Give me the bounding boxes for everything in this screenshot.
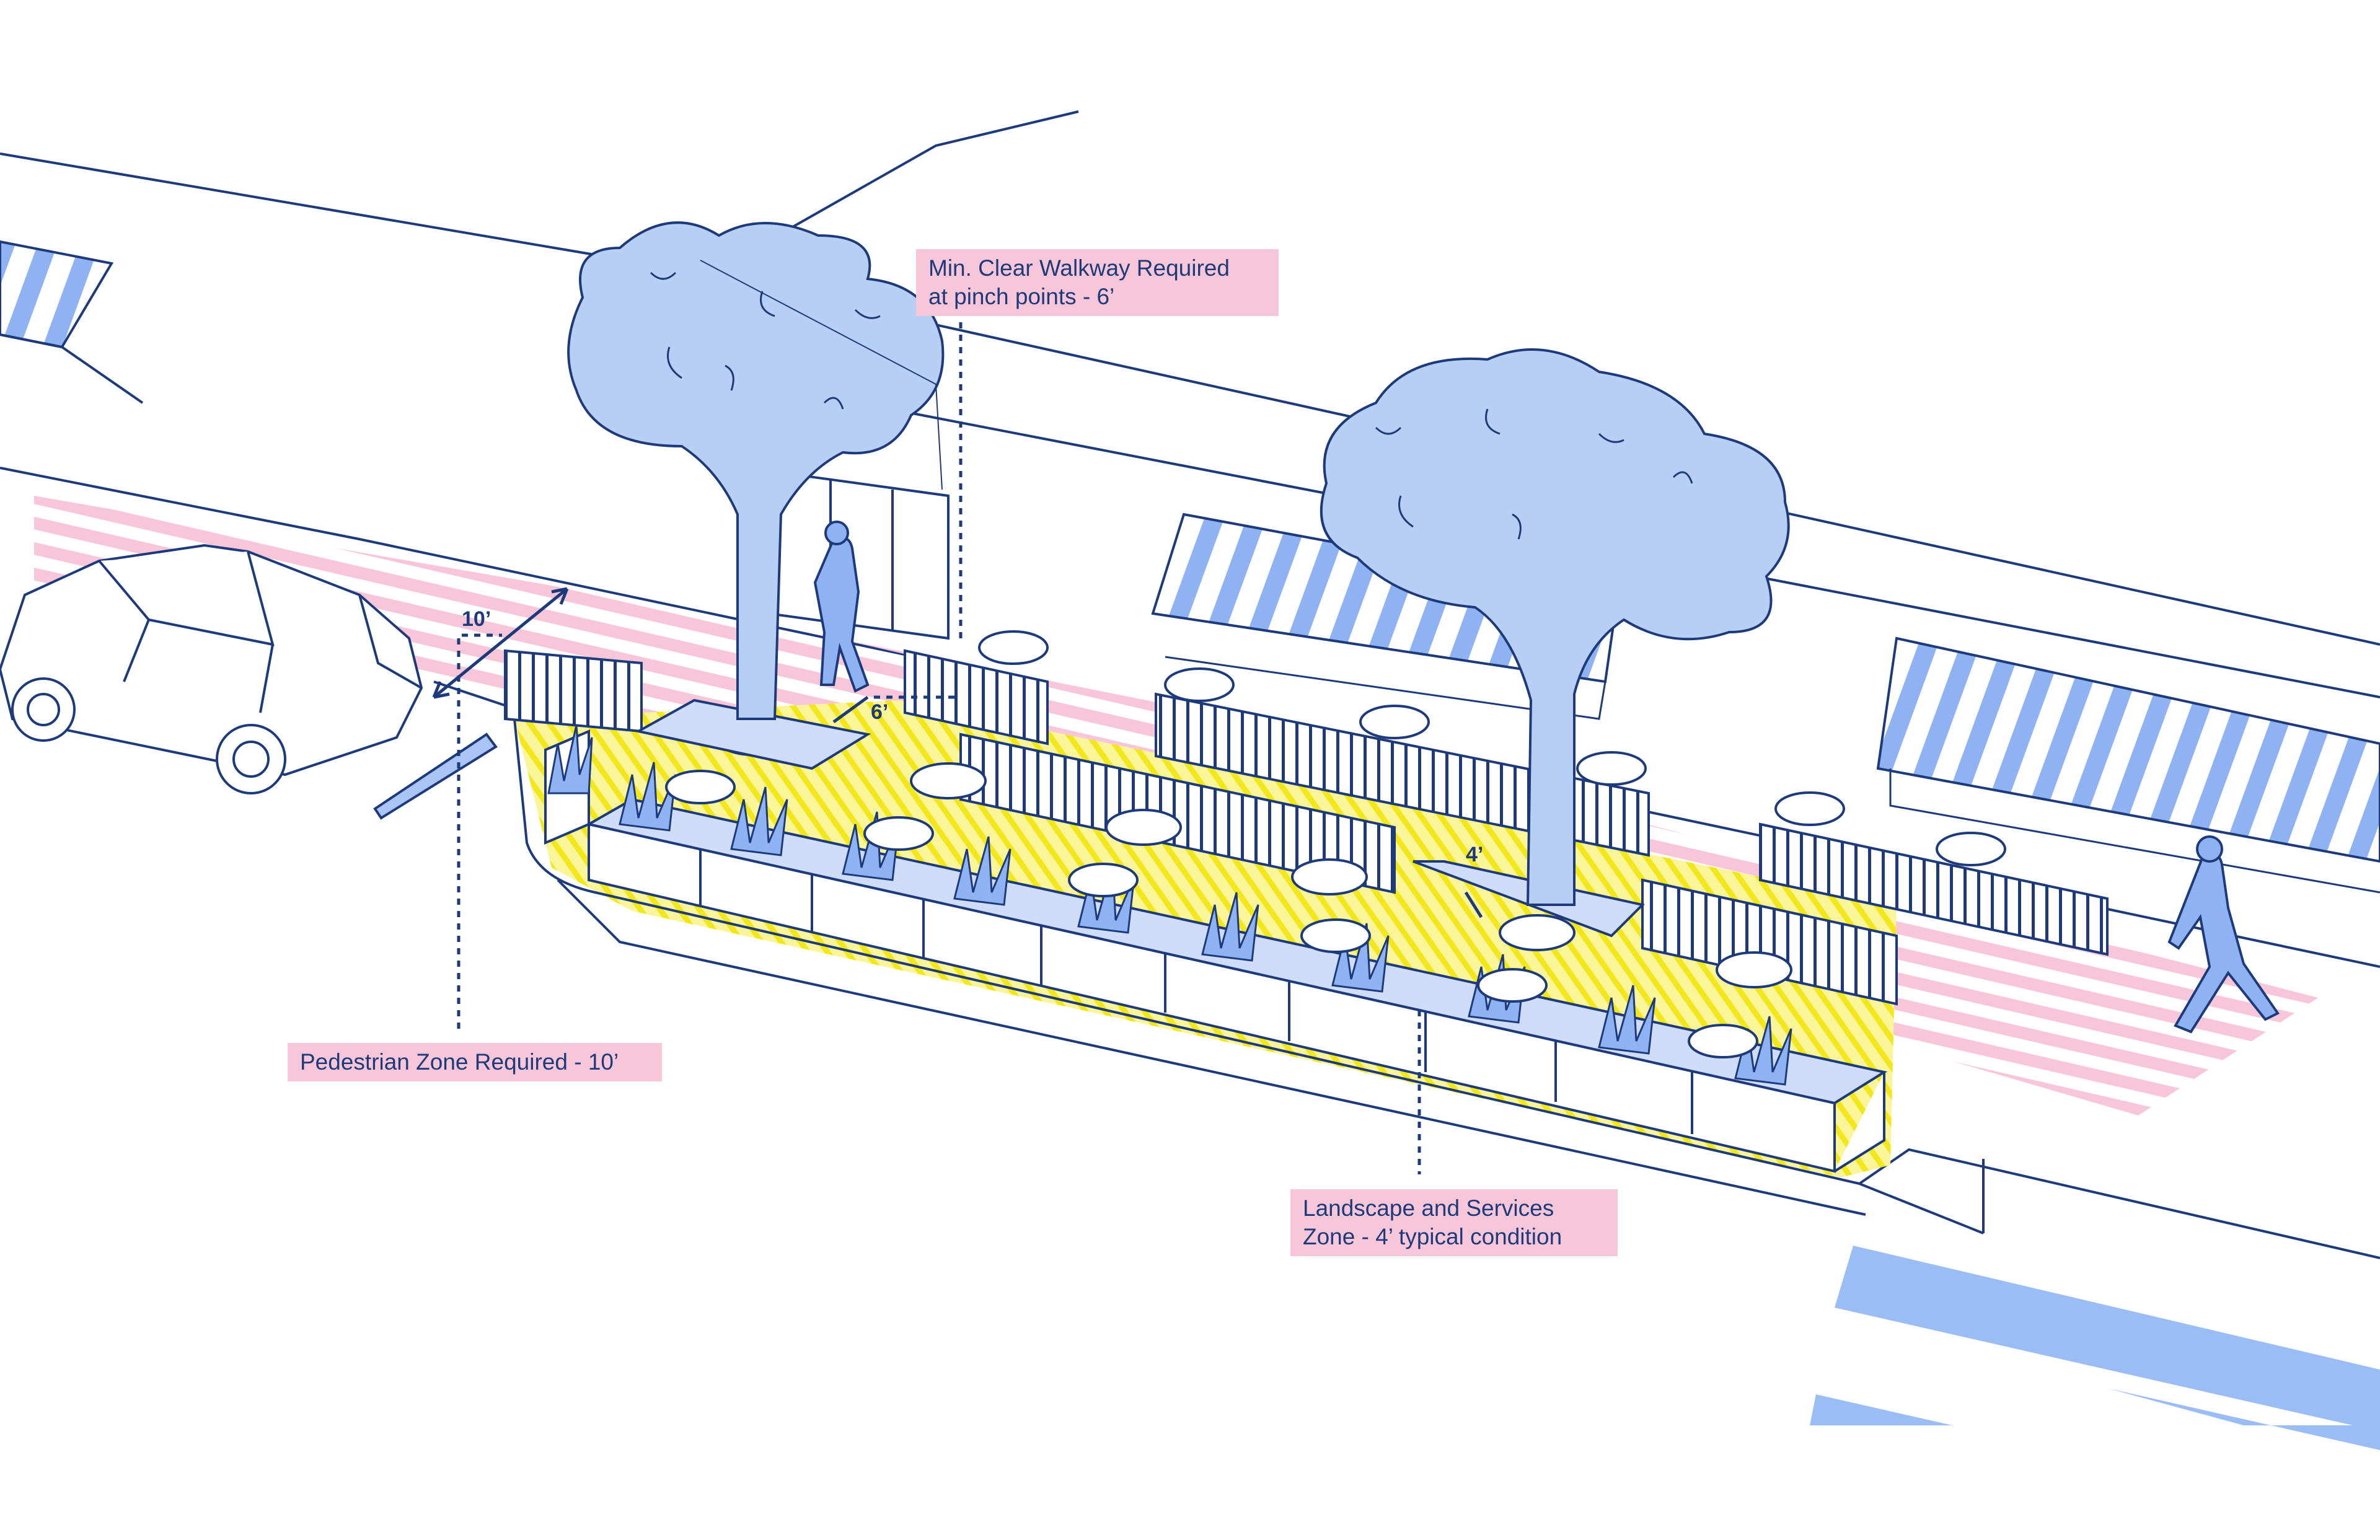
walkway-callout: Min. Clear Walkway Required at pinch poi… [916,249,1279,316]
landscape-callout-line1: Landscape and Services [1303,1195,1554,1221]
pedestrian-callout-text: Pedestrian Zone Required - 10’ [300,1049,619,1075]
leader-lines [457,310,1421,1174]
dimension-lines [432,587,1483,918]
pedestrian-callout: Pedestrian Zone Required - 10’ [288,1043,662,1081]
walkway-callout-line2: at pinch points - 6’ [928,284,1115,309]
left-tree [567,221,945,720]
landscape-callout-line2: Zone - 4’ typical condition [1303,1224,1562,1249]
railings [504,649,2109,1006]
walkway-dimension-line [832,695,869,724]
storefront-windows [767,469,950,640]
wheel-stop [373,733,498,820]
pedestrian-dimension-label: 10’ [462,607,491,631]
pedestrian-figures [813,521,2280,1034]
pedestrian-dimension-line [433,587,568,698]
walkway-callout-line1: Min. Clear Walkway Required [928,255,1230,281]
walkway-dimension-label: 6’ [871,700,888,724]
landscape-callout: Landscape and Services Zone - 4’ typical… [1290,1189,1618,1256]
parked-car [0,543,423,794]
cafe-tables [665,630,2006,1058]
landscape-dimension-label: 4’ [1466,843,1483,866]
right-tree [1320,348,1790,906]
crosswalk-stripes [1810,1246,2380,1450]
left-awning [0,240,144,404]
landscape-dimension-line [1464,891,1483,918]
